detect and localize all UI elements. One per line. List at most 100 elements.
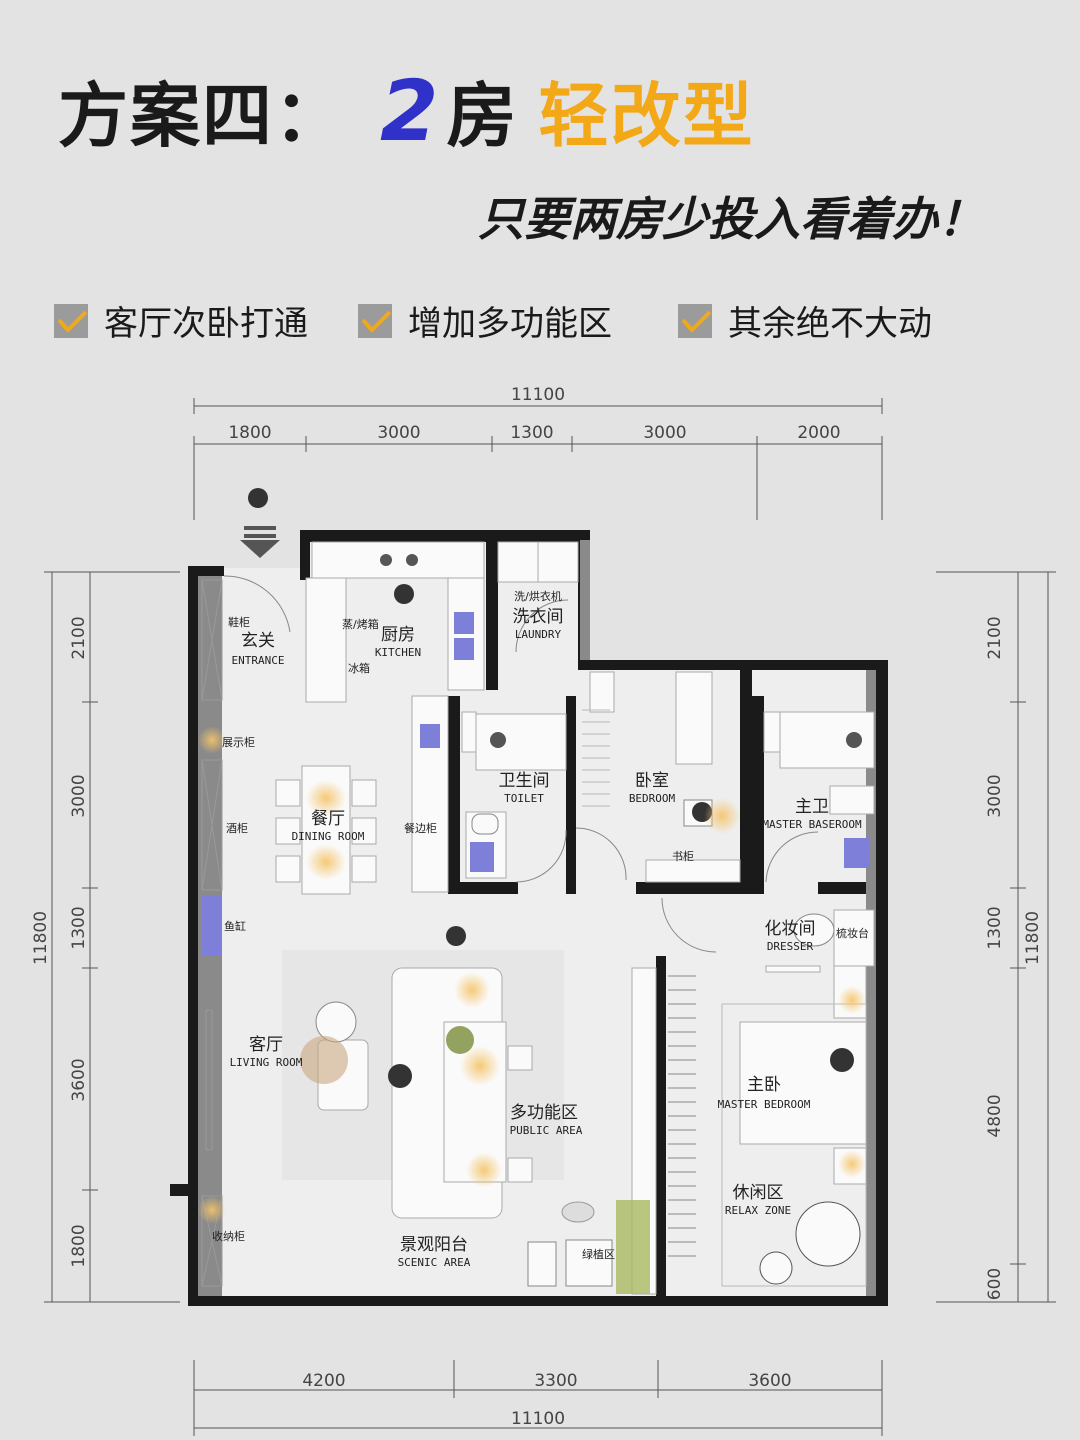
sink-icon [420,612,474,748]
feature-label: 客厅次卧打通 [104,304,308,344]
label-scenic-en: SCENIC AREA [398,1256,471,1269]
dim-right-seg: 600 [985,1268,1005,1300]
label-master-bath-en: MASTER BASEROOM [762,818,862,831]
label-relax-cn: 休闲区 [733,1183,784,1203]
label-fridge: 冰箱 [348,661,370,675]
label-public-cn: 多功能区 [510,1103,578,1123]
label-relax-en: RELAX ZONE [725,1204,791,1217]
dimension-top [193,398,883,520]
basin-icon [844,838,870,868]
label-dresser-cn: 化妆间 [765,919,816,939]
label-shoe-cabinet: 鞋柜 [228,615,250,629]
label-public-en: PUBLIC AREA [510,1124,583,1137]
label-toilet-cn: 卫生间 [499,771,550,791]
page-title: 方案四：2房轻改型 [58,60,754,161]
label-kitchen-en: KITCHEN [375,646,421,659]
label-dining-cn: 餐厅 [311,809,345,829]
dim-top-seg: 2000 [797,423,840,443]
dimension-right [936,571,1056,1303]
dim-top-total: 11100 [511,385,565,405]
dimension-bottom [193,1360,883,1436]
title-number: 2 [380,62,441,160]
dim-bottom-seg: 3600 [748,1371,791,1391]
scenic-shelf [527,1241,557,1287]
dim-bottom-total: 11100 [511,1409,565,1429]
dim-left-total: 11800 [31,911,51,965]
label-fish-tank: 鱼缸 [224,919,246,933]
dim-top-seg: 3000 [377,423,420,443]
label-storage-cabinet: 收纳柜 [212,1229,245,1243]
door-swings [223,575,819,953]
round-stool [759,1251,793,1285]
fish-tank [202,896,222,956]
dim-top-seg: 1800 [228,423,271,443]
title-accent: 轻改型 [538,75,755,157]
feature-label: 增加多功能区 [408,304,612,344]
drain-icon [846,732,862,748]
dim-right-total: 11800 [1023,911,1043,965]
label-scenic-cn: 景观阳台 [400,1235,468,1255]
label-entrance-en: ENTRANCE [232,654,285,667]
dim-left-seg: 3600 [69,1058,89,1101]
title-rooms: 房 [446,75,519,157]
label-bedroom-cn: 卧室 [635,771,669,791]
label-vanity: 梳妆台 [836,926,869,940]
drain-icon [490,732,506,748]
feature-item: 增加多功能区 [358,296,612,345]
feature-item: 其余绝不大动 [678,296,932,345]
laundry-machines [497,541,579,583]
stair-shelf [582,709,610,807]
dim-right-seg: 4800 [985,1094,1005,1137]
label-display-cabinet: 展示柜 [222,736,255,749]
plant-icon [446,1026,474,1054]
label-laundry-en: LAUNDRY [515,628,562,641]
label-sideboard: 餐边柜 [404,821,437,835]
lounge-chair [795,1201,861,1267]
closet-hangers [668,975,696,1257]
label-living-cn: 客厅 [249,1035,283,1055]
dim-bottom-seg: 4200 [302,1371,345,1391]
planter [616,1200,650,1294]
subtitle: 只要两房少投入看着办！ [478,192,984,246]
label-steam-oven: 蒸/烤箱 [342,617,379,631]
label-planter: 绿植区 [582,1247,615,1261]
dim-bottom-seg: 3300 [534,1371,577,1391]
dim-left-seg: 3000 [69,774,89,817]
dresser-stool [793,913,835,947]
dim-right-seg: 3000 [985,774,1005,817]
label-kitchen-cn: 厨房 [381,625,415,645]
label-toilet-en: TOILET [504,792,544,805]
label-master-bath-cn: 主卫 [795,797,829,817]
scenic-stool [561,1201,595,1223]
checkbox-icon [54,303,88,338]
label-master-bed-cn: 主卧 [747,1075,781,1095]
dim-top-seg: 1300 [510,423,553,443]
dresser-furniture [765,909,875,973]
feature-list: 客厅次卧打通 增加多功能区 其余绝不大动 [54,296,1054,344]
bedroom-furniture [589,671,741,883]
dim-right-seg: 1300 [985,906,1005,949]
label-master-bed-en: MASTER BEDROOM [718,1098,811,1111]
label-laundry-note: 洗/烘衣机 [514,589,562,603]
label-laundry-cn: 洗衣间 [513,607,564,627]
label-desk-cabinet: 书柜 [672,850,694,863]
lamp-glows [198,726,866,1224]
label-bedroom-en: BEDROOM [629,792,676,805]
dimension-left [44,571,180,1303]
side-table [315,1001,357,1043]
round-rug [300,1036,348,1084]
checkbox-icon [678,303,712,338]
checkbox-icon [358,303,392,338]
dim-left-seg: 1300 [69,906,89,949]
feature-label: 其余绝不大动 [728,304,932,344]
label-dresser-en: DRESSER [767,940,814,953]
stove-icon [380,554,418,566]
dim-left-seg: 1800 [69,1224,89,1267]
dim-right-seg: 2100 [985,616,1005,659]
master-rug [721,1003,867,1287]
feature-item: 客厅次卧打通 [54,296,308,345]
label-living-en: LIVING ROOM [230,1056,303,1069]
scenic-cabinet [565,1239,613,1287]
toilet-icon [471,813,499,835]
dim-top-seg: 3000 [643,423,686,443]
